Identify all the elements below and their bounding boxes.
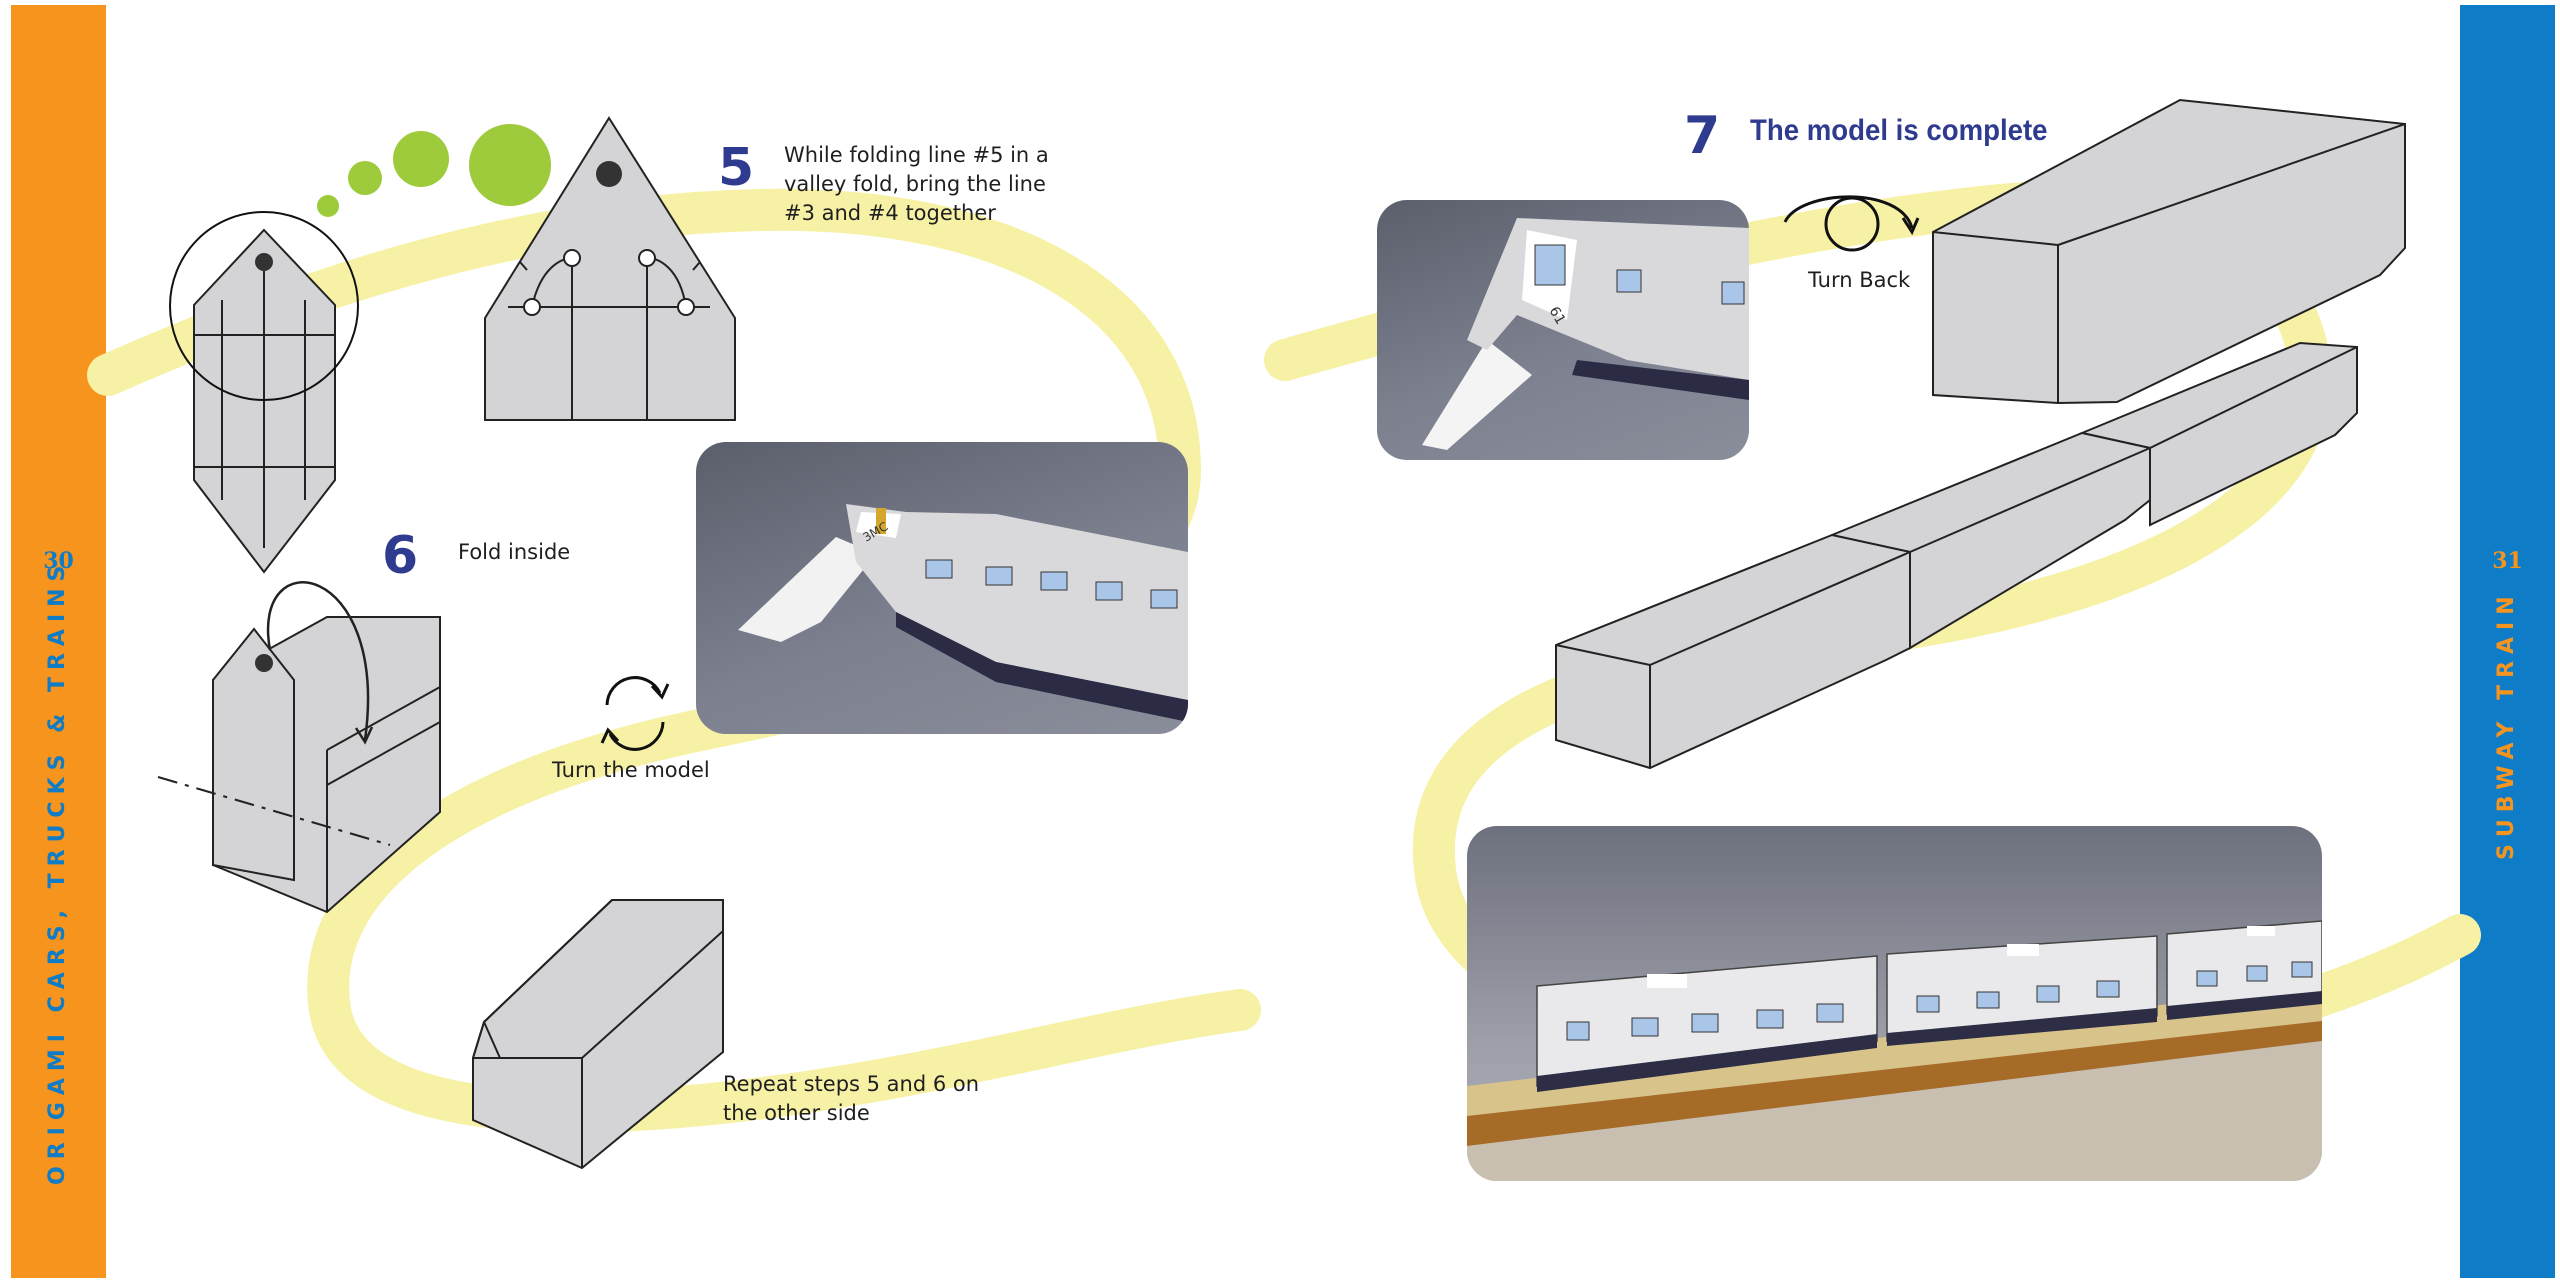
right-side-strip: 31 SUBWAY TRAIN	[2460, 5, 2555, 1278]
turn-back-caption: Turn Back	[1808, 268, 1911, 292]
left-side-strip: 30 ORIGAMI CARS, TRUCKS & TRAINS	[11, 5, 106, 1278]
step-5-number: 5	[718, 138, 755, 198]
step-6-text: Fold inside	[458, 540, 571, 564]
diagram-fold-inside	[157, 581, 441, 914]
step-6-number: 6	[382, 526, 419, 586]
step-5-line-3: #3 and #4 together	[784, 201, 996, 225]
repeat-steps-caption: Repeat steps 5 and 6 on the other side	[723, 1070, 979, 1128]
rotate-arrows-icon	[600, 676, 670, 751]
turn-model-caption: Turn the model	[552, 758, 710, 782]
step-5-line-1: While folding line #5 in a	[784, 143, 1049, 167]
repeat-line-1: Repeat steps 5 and 6 on	[723, 1072, 980, 1096]
diagram-diamond	[169, 211, 359, 574]
page-number-left: 30	[43, 548, 74, 574]
photo-turned-model: 61	[1377, 200, 1749, 460]
step-7-title: The model is complete	[1750, 114, 2048, 147]
photo-car-number: 61	[1546, 304, 1569, 327]
step-5-text: While folding line #5 in a valley fold, …	[784, 141, 1049, 228]
diagram-pentagon	[484, 116, 736, 421]
page-number-right: 31	[2492, 548, 2523, 574]
repeat-line-2: the other side	[723, 1101, 870, 1125]
turn-back-icon	[1783, 195, 1920, 252]
photo-complete-train	[1467, 826, 2322, 1181]
green-dots-decoration	[317, 124, 551, 217]
step-5-line-2: valley fold, bring the line	[784, 172, 1046, 196]
diagram-complete-model	[1555, 98, 2406, 770]
step-7-number: 7	[1684, 106, 1721, 166]
photo-folding-step: 3MC	[696, 442, 1188, 734]
diagram-long-box	[472, 899, 724, 1170]
